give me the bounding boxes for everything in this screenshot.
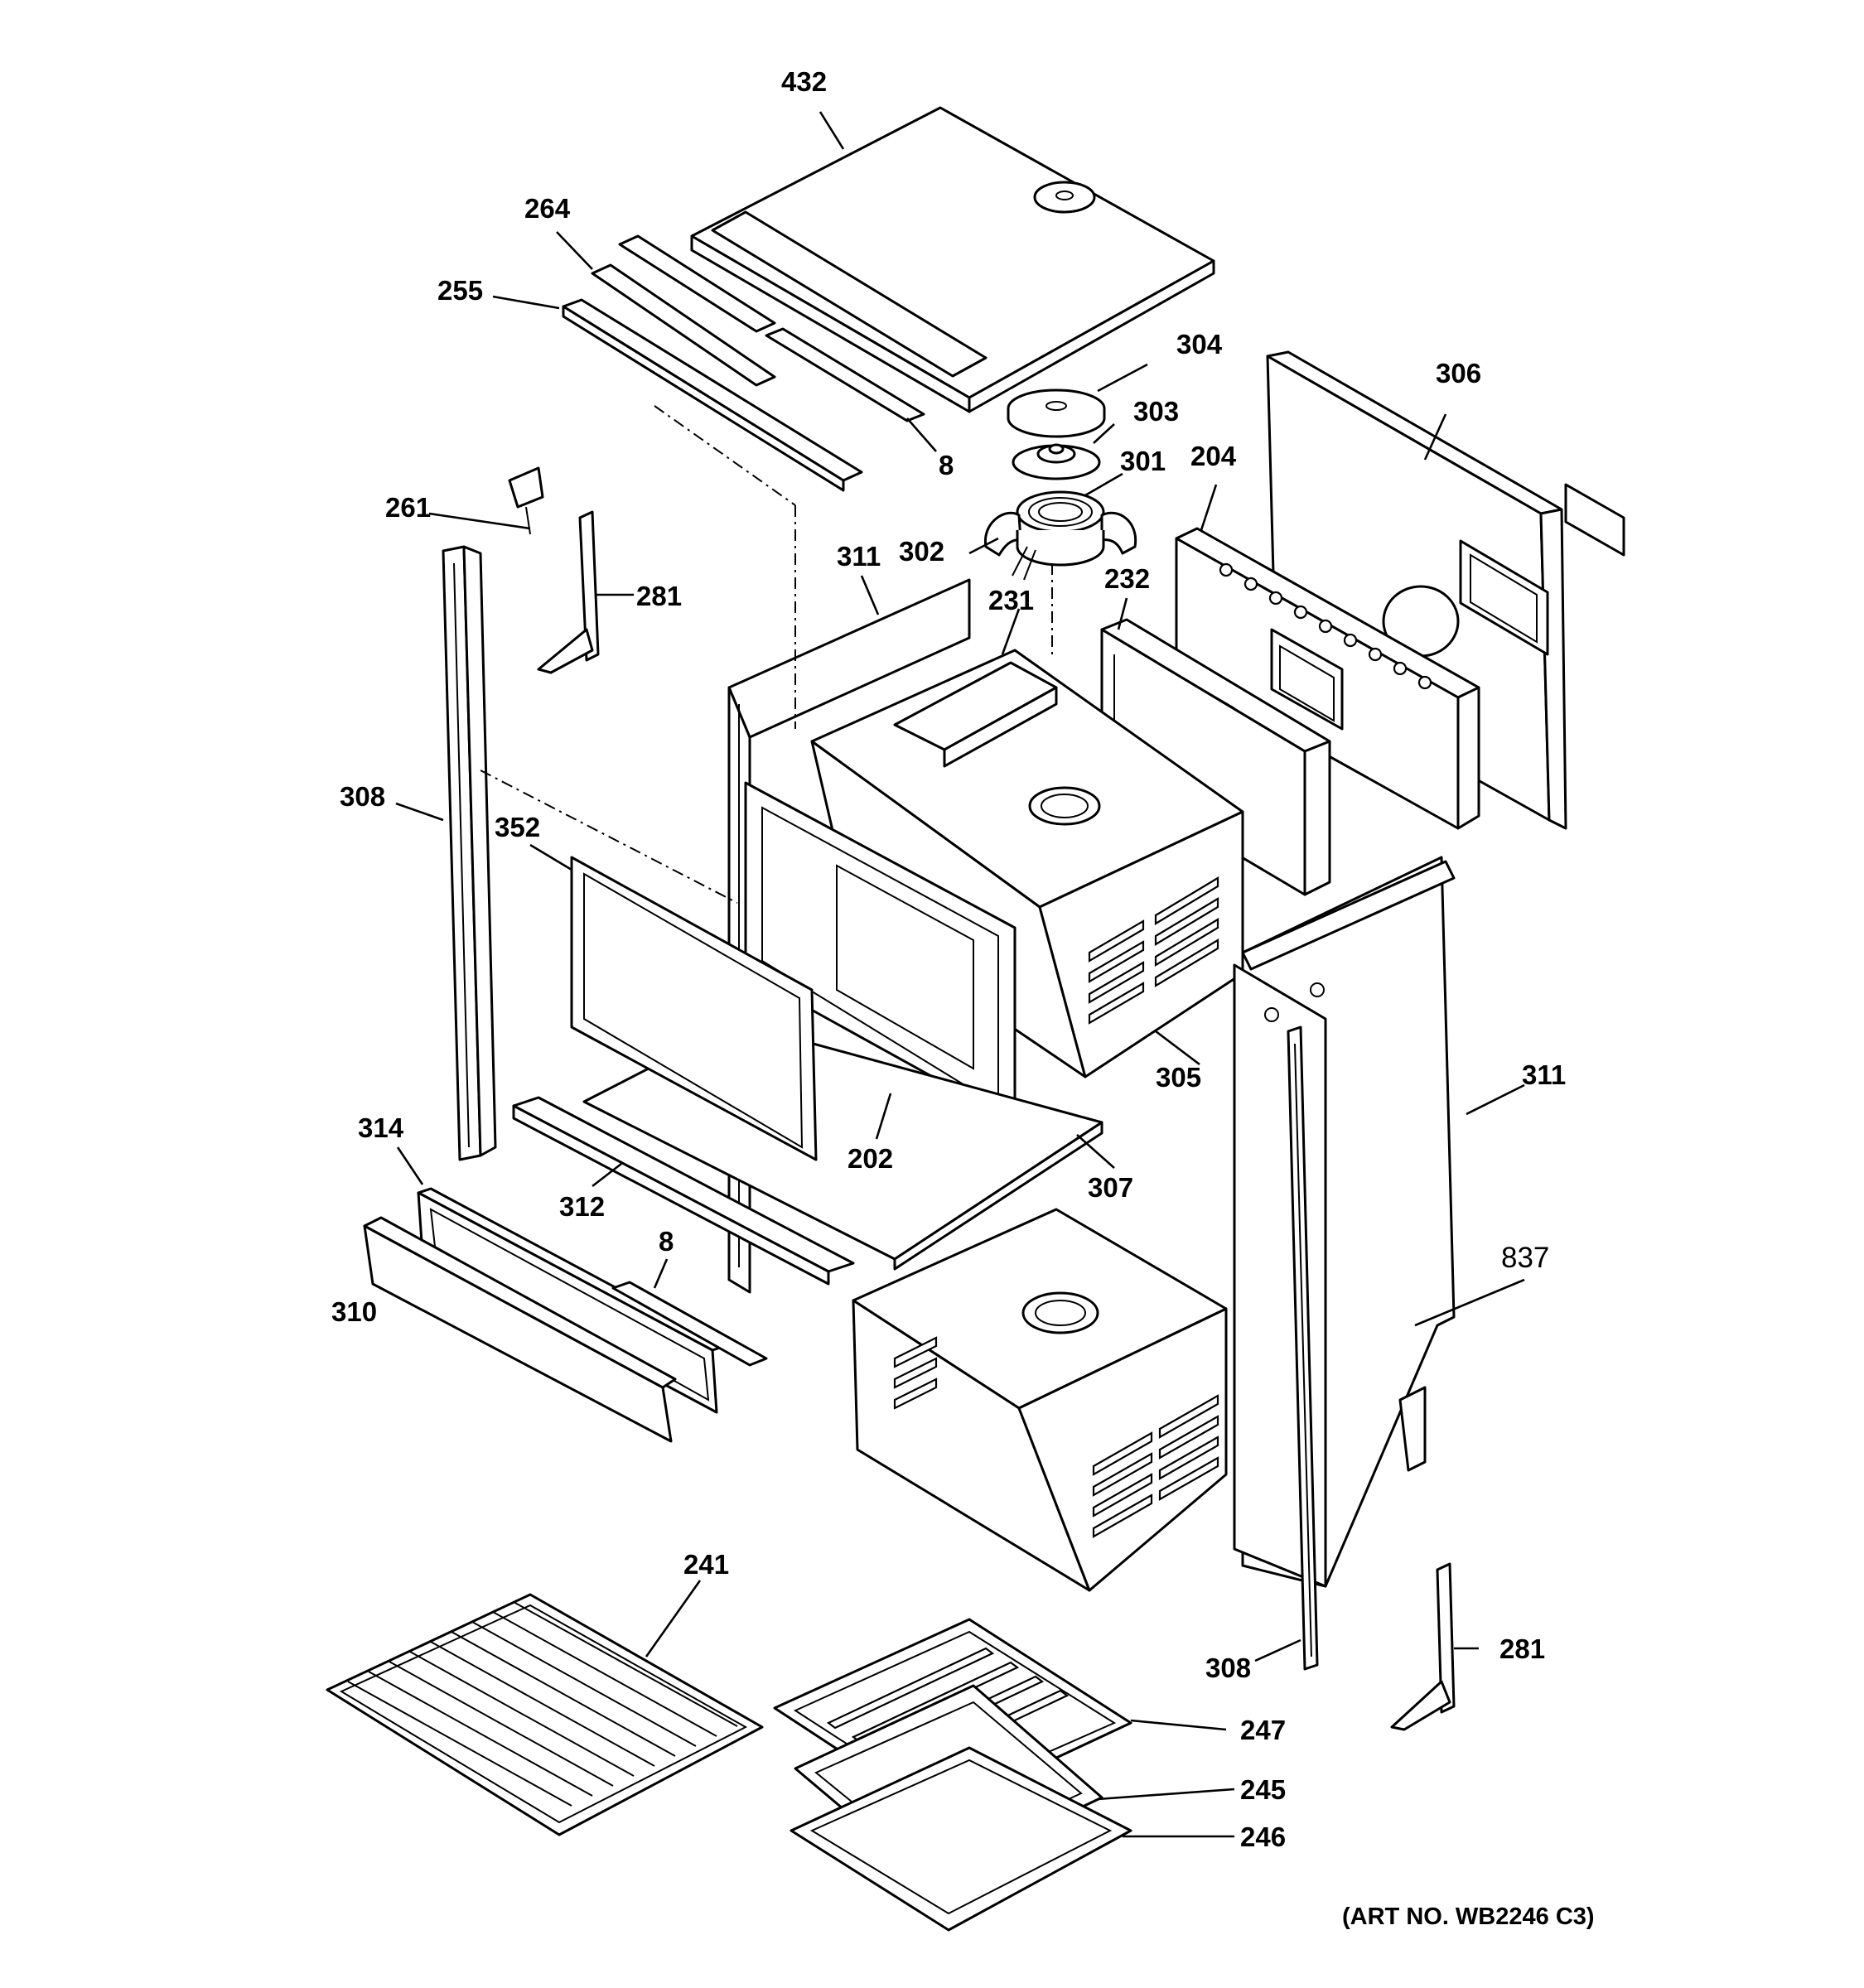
label-303: 303 — [1133, 396, 1179, 427]
hinge-281-top — [537, 510, 600, 674]
label-255: 255 — [437, 275, 483, 306]
label-281-bottom: 281 — [1499, 1633, 1545, 1664]
label-306: 306 — [1436, 358, 1481, 388]
convection-fan-assembly — [984, 388, 1137, 581]
duct-panel-204 — [1175, 527, 1480, 830]
side-panel-311-right — [1233, 856, 1456, 1588]
label-302: 302 — [899, 536, 944, 567]
label-8-top: 8 — [939, 450, 954, 480]
lower-oven-cavity — [852, 1208, 1228, 1592]
label-245: 245 — [1240, 1774, 1286, 1805]
label-305: 305 — [1156, 1062, 1201, 1093]
label-232: 232 — [1104, 563, 1150, 594]
label-247: 247 — [1240, 1715, 1286, 1745]
label-308-right: 308 — [1205, 1653, 1251, 1683]
label-310: 310 — [331, 1296, 377, 1327]
oven-rack-241 — [326, 1593, 764, 1836]
label-311-top: 311 — [837, 541, 881, 572]
label-231: 231 — [988, 585, 1034, 615]
top-panel-432 — [690, 106, 1215, 413]
side-trim-308-left — [442, 545, 497, 1161]
label-261: 261 — [385, 492, 431, 523]
switch-261 — [508, 466, 544, 535]
label-202: 202 — [847, 1143, 893, 1174]
label-204: 204 — [1190, 441, 1237, 471]
label-8-bottom: 8 — [659, 1226, 674, 1257]
label-308-left: 308 — [340, 781, 385, 812]
trim-strips-264-255-8 — [562, 234, 925, 492]
label-246: 246 — [1240, 1822, 1286, 1852]
leader-lines — [395, 111, 1525, 1838]
label-264: 264 — [524, 193, 571, 224]
side-trim-308-right — [1287, 1025, 1319, 1671]
label-304: 304 — [1176, 329, 1223, 359]
label-301: 301 — [1120, 446, 1166, 476]
vent-trim-312 — [512, 1096, 855, 1286]
label-837: 837 — [1501, 1242, 1549, 1274]
label-352: 352 — [495, 812, 540, 842]
label-314: 314 — [358, 1112, 404, 1143]
label-241: 241 — [683, 1549, 729, 1580]
strip-8-bottom — [611, 1281, 768, 1367]
label-312: 312 — [559, 1191, 605, 1222]
hinge-281-bottom — [1390, 1562, 1456, 1731]
label-432: 432 — [781, 66, 827, 97]
part-number-labels: 432 264 255 8 304 303 301 302 306 204 26… — [331, 66, 1595, 1930]
label-307: 307 — [1088, 1172, 1133, 1203]
label-281-top: 281 — [636, 581, 682, 611]
door-gasket-352 — [570, 856, 818, 1161]
broiler-pan-246 — [790, 1746, 1132, 1932]
control-trim-314 — [417, 1187, 727, 1414]
insulation-232 — [1100, 618, 1331, 896]
front-trim-310 — [363, 1216, 677, 1443]
art-number: (ART NO. WB2246 C3) — [1342, 1904, 1595, 1930]
assembly-guide-lines — [480, 405, 1053, 904]
label-311-right: 311 — [1522, 1059, 1566, 1090]
